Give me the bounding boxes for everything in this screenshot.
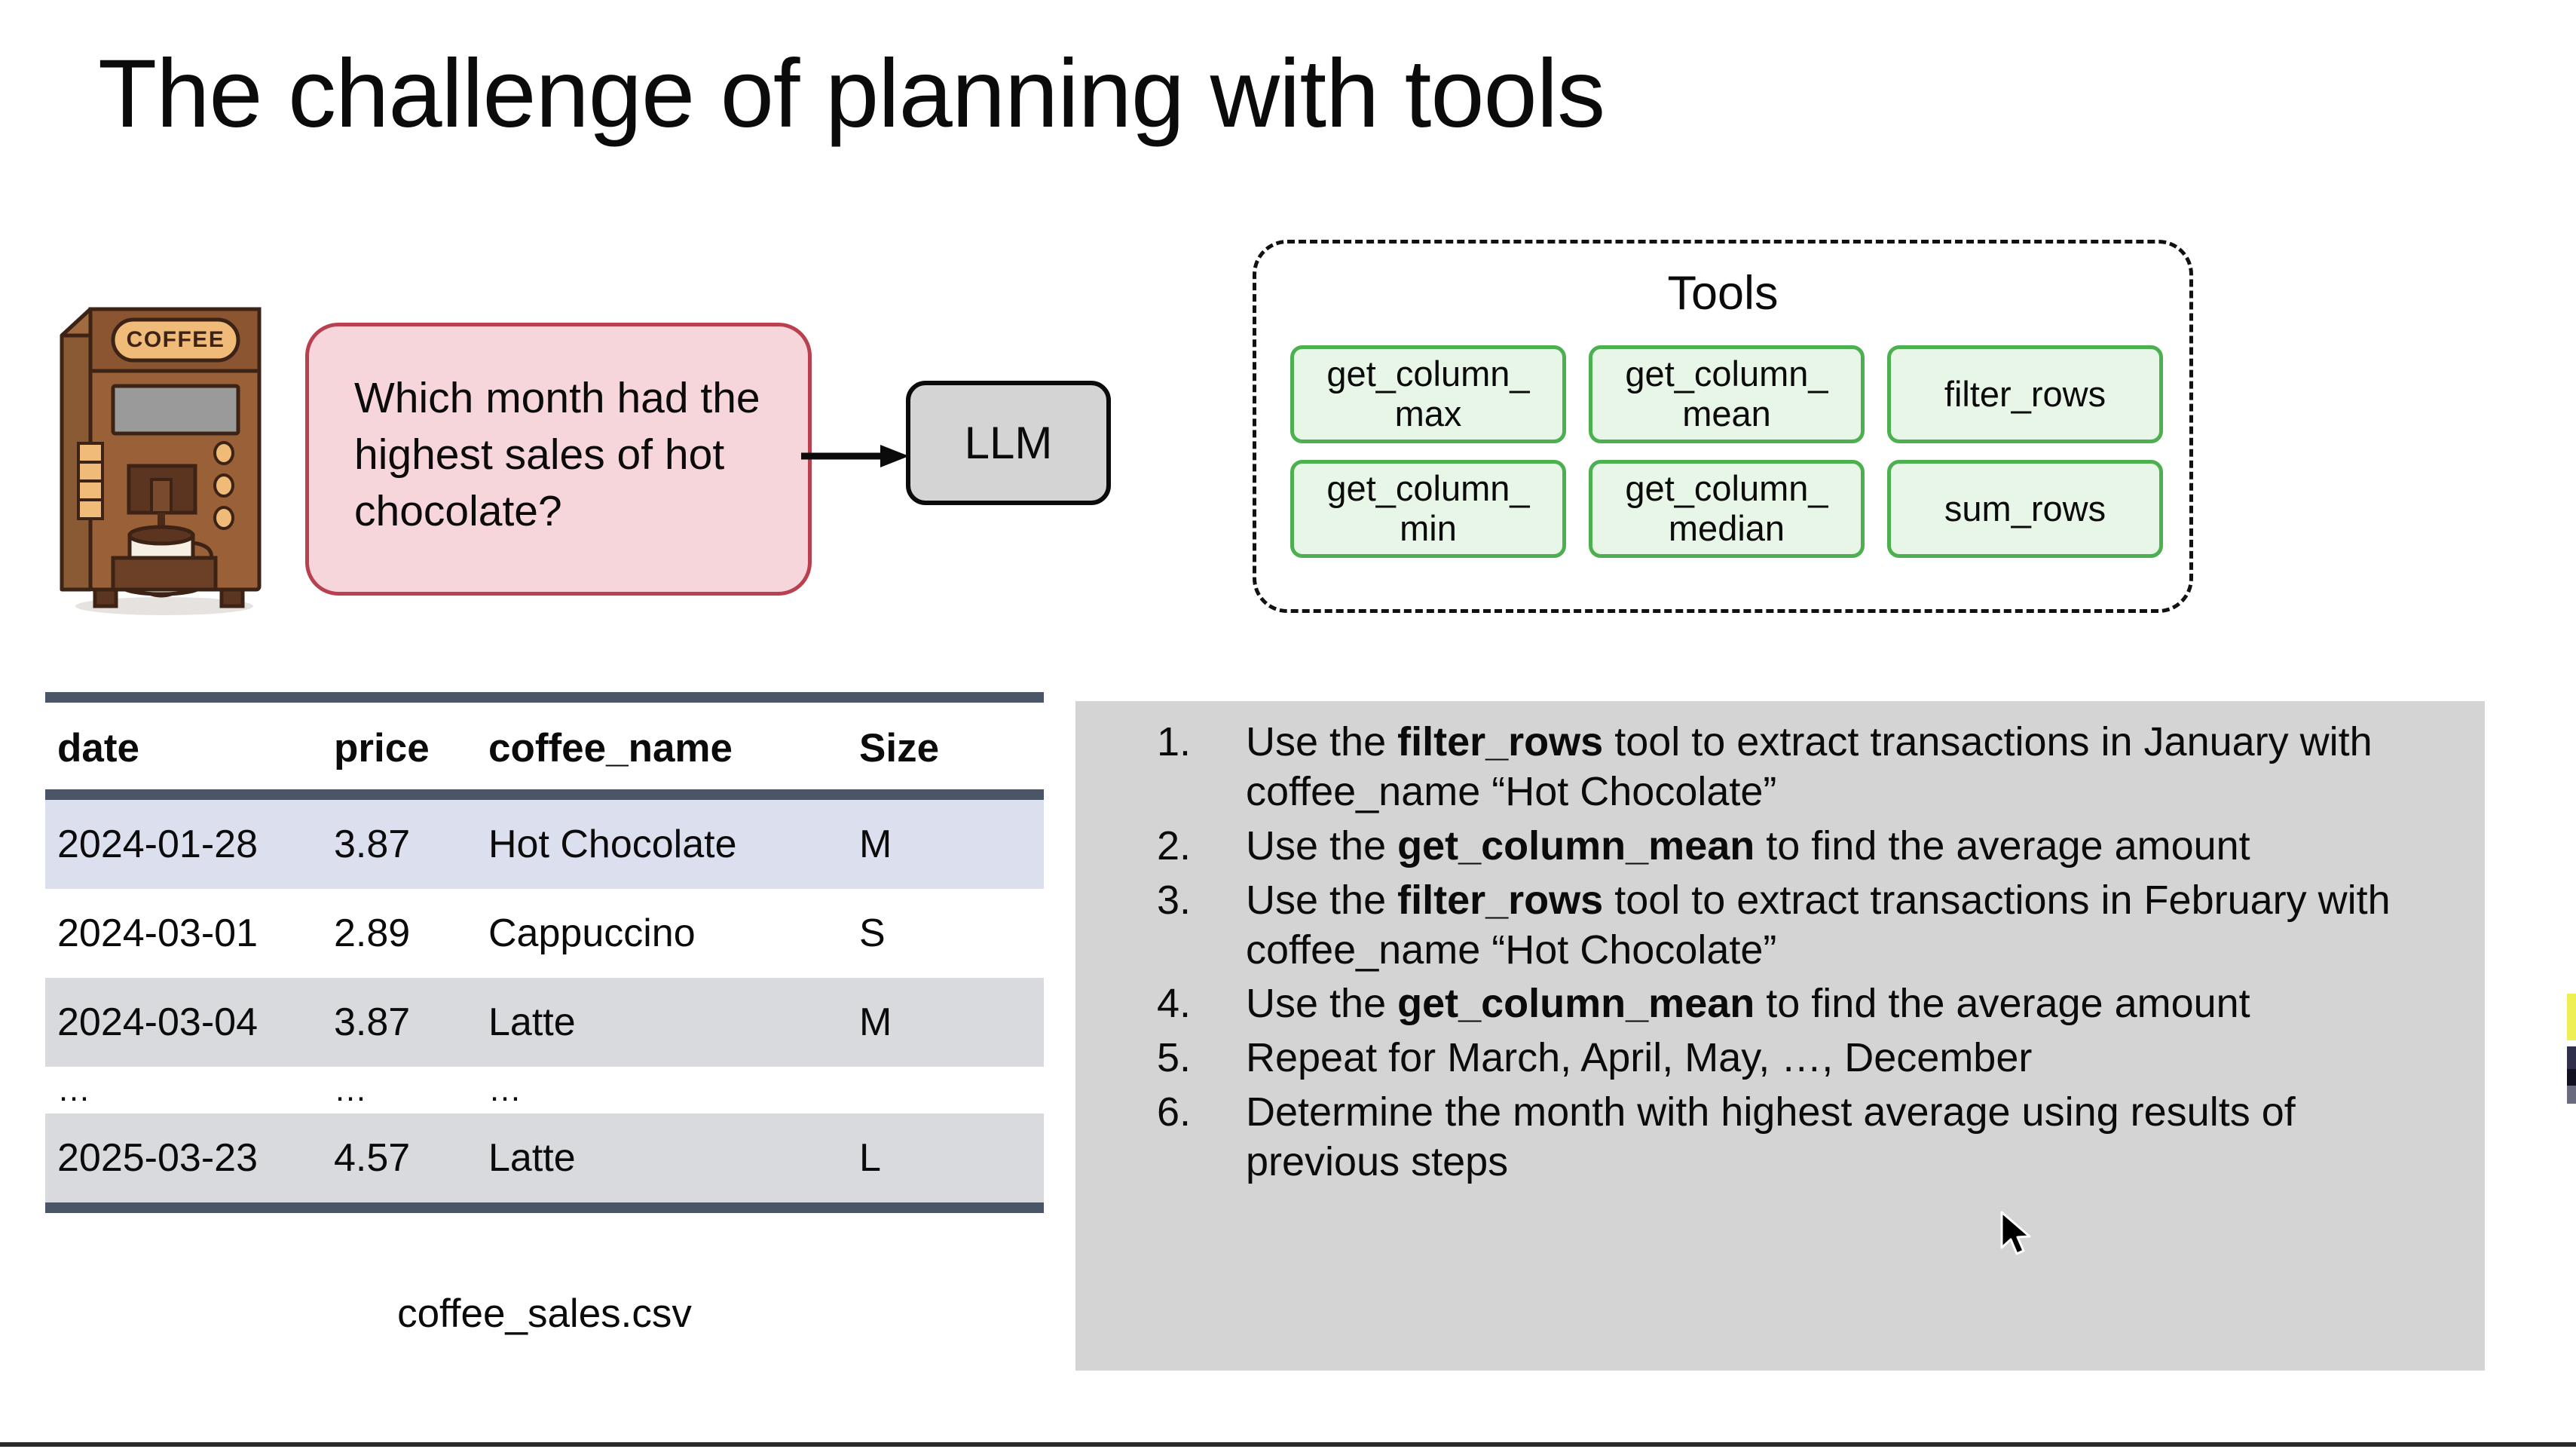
column-header-coffee-name: coffee_name (476, 692, 847, 800)
plan-step-4: 4. Use the get_column_mean to find the av… (1157, 979, 2455, 1029)
cell-coffee-name: Cappuccino (488, 911, 696, 955)
csv-filename-caption: coffee_sales.csv (397, 1291, 692, 1336)
cell-coffee-name: … (488, 1071, 522, 1108)
plan-step-tool-name: filter_rows (1397, 877, 1604, 923)
plan-step-tool-name: filter_rows (1397, 719, 1604, 764)
llm-node: LLM (906, 381, 1111, 505)
plan-step-number: 2. (1157, 823, 1192, 868)
cell-size: M (847, 978, 1044, 1067)
plan-steps-list: 1. Use the filter_rows tool to extract tr… (1075, 701, 2485, 1187)
cell-date: 2024-03-04 (45, 978, 322, 1067)
user-question-bubble: Which month had the highest sales of hot… (305, 323, 812, 596)
plan-step-number: 4. (1157, 981, 1192, 1027)
cell-coffee-name: Hot Chocolate (476, 795, 847, 889)
adjacent-slide-sliver (2567, 0, 2576, 1449)
plan-step-tool-name: get_column_mean (1397, 981, 1755, 1027)
cell-price: 2.89 (334, 911, 411, 955)
plan-step-number: 6. (1157, 1089, 1192, 1135)
plan-step-1: 1. Use the filter_rows tool to extract tr… (1157, 718, 2455, 817)
plan-step-text: Repeat for March, April, May, …, Decembe… (1246, 1035, 2033, 1081)
plan-step-2: 2. Use the get_column_mean to find the av… (1157, 822, 2455, 872)
tool-filter-rows[interactable]: filter_rows (1887, 345, 2163, 443)
cell-price: 3.87 (322, 978, 476, 1067)
arrow-right-icon (801, 443, 910, 469)
cell-date: 2025-03-23 (45, 1114, 322, 1213)
tool-get-column-median[interactable]: get_column_ median (1589, 460, 1865, 558)
cell-coffee-name: Latte (476, 1114, 847, 1213)
llm-label: LLM (964, 418, 1053, 468)
plan-step-text: Determine the month with highest average… (1246, 1089, 2296, 1184)
sliver-fragment-yellow (2567, 994, 2576, 1040)
cell-price: 4.57 (322, 1114, 476, 1213)
plan-step-text: Use the (1246, 719, 1398, 764)
tool-get-column-min[interactable]: get_column_ min (1290, 460, 1566, 558)
plan-step-text: to find the average amount (1755, 823, 2250, 868)
tool-get-column-max[interactable]: get_column_ max (1290, 345, 1566, 443)
bottom-divider (0, 1442, 2576, 1447)
column-header-price: price (322, 692, 476, 800)
cell-price: 3.87 (322, 795, 476, 889)
cell-date: 2024-01-28 (45, 795, 322, 889)
table-header-row: date price coffee_name Size (45, 692, 1044, 800)
table-row: … … … (45, 1067, 1044, 1114)
plan-step-number: 5. (1157, 1035, 1192, 1081)
cell-price: … (334, 1071, 367, 1108)
column-header-size: Size (847, 692, 1044, 800)
plan-step-text: tool to extract transactions in January … (1246, 719, 2373, 814)
cell-size: L (847, 1114, 1044, 1213)
sliver-fragment-dark (2567, 1046, 2576, 1069)
tool-sum-rows[interactable]: sum_rows (1887, 460, 2163, 558)
tools-grid: get_column_ max get_column_ mean filter_… (1290, 345, 2163, 558)
plan-step-text: Use the (1246, 823, 1398, 868)
user-question-text: Which month had the highest sales of hot… (354, 374, 760, 536)
coffee-machine-icon: COFFEE (51, 294, 274, 618)
plan-step-number: 3. (1157, 877, 1192, 923)
plan-steps-panel: 1. Use the filter_rows tool to extract tr… (1075, 701, 2485, 1371)
sliver-fragment-gray (2567, 1086, 2576, 1104)
svg-text:COFFEE: COFFEE (127, 327, 225, 352)
cell-size (847, 1067, 1044, 1114)
plan-step-text: to find the average amount (1755, 981, 2250, 1027)
sliver-fragment-dark-2 (2567, 1069, 2576, 1086)
cell-date: 2024-03-01 (57, 911, 258, 955)
tool-get-column-mean[interactable]: get_column_ mean (1589, 345, 1865, 443)
cell-date: … (57, 1071, 90, 1108)
plan-step-number: 1. (1157, 719, 1192, 764)
tools-title: Tools (1667, 267, 1779, 320)
plan-step-tool-name: get_column_mean (1397, 823, 1755, 868)
plan-step-5: 5. Repeat for March, April, May, …, Decem… (1157, 1034, 2455, 1083)
tools-container: Tools get_column_ max get_column_ mean f… (1253, 240, 2193, 613)
cell-size: M (847, 795, 1044, 889)
table-row: 2024-03-01 2.89 Cappuccino S (45, 889, 1044, 978)
plan-step-text: Use the (1246, 877, 1398, 923)
column-header-date: date (45, 692, 322, 800)
plan-step-text: Use the (1246, 981, 1398, 1027)
page-title: The challenge of planning with tools (98, 40, 1605, 148)
plan-step-text: tool to extract transactions in February… (1246, 877, 2391, 973)
cell-coffee-name: Latte (476, 978, 847, 1067)
plan-step-6: 6. Determine the month with highest avera… (1157, 1088, 2455, 1187)
cell-size: S (859, 911, 886, 955)
plan-step-3: 3. Use the filter_rows tool to extract tr… (1157, 876, 2455, 976)
